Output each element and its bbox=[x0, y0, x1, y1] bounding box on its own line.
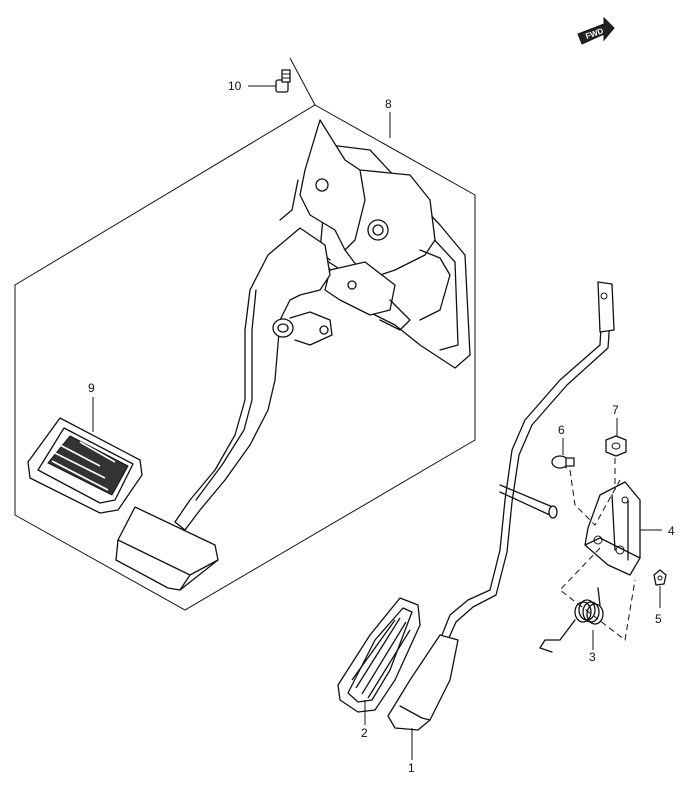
nut-icon bbox=[605, 435, 627, 457]
bolt-icon bbox=[275, 69, 291, 93]
callout-4-label: 4 bbox=[668, 524, 675, 538]
accelerator-bracket bbox=[584, 481, 641, 576]
callout-7: 7 bbox=[612, 403, 619, 436]
pivot-shaft bbox=[499, 484, 558, 519]
return-spring bbox=[539, 587, 604, 653]
fwd-arrow-icon: FWD bbox=[577, 16, 615, 45]
callout-4: 4 bbox=[640, 524, 675, 538]
callout-6-label: 6 bbox=[558, 423, 565, 437]
brake-pedal-arm bbox=[115, 227, 333, 591]
assembly-outline bbox=[14, 104, 476, 611]
callout-10-label: 10 bbox=[228, 79, 242, 93]
callout-2-label: 2 bbox=[361, 726, 368, 740]
callout-3-label: 3 bbox=[589, 650, 596, 664]
callout-9-label: 9 bbox=[88, 381, 95, 395]
brake-pad-cover bbox=[27, 417, 143, 514]
callout-3: 3 bbox=[589, 630, 596, 664]
assembly-line-right bbox=[559, 448, 636, 641]
washer-icon bbox=[653, 569, 667, 586]
callout-5-label: 5 bbox=[655, 612, 662, 626]
callout-1: 1 bbox=[408, 728, 415, 775]
clip-icon bbox=[551, 455, 575, 469]
brake-pedal-bracket bbox=[279, 119, 471, 369]
callout-9: 9 bbox=[88, 381, 95, 432]
callout-8-label: 8 bbox=[385, 97, 392, 111]
callout-10: 10 bbox=[228, 57, 316, 106]
callout-2: 2 bbox=[361, 700, 368, 740]
accelerator-pad-cover bbox=[337, 597, 421, 713]
callout-1-label: 1 bbox=[408, 761, 415, 775]
callout-6: 6 bbox=[558, 423, 565, 455]
accelerator-pedal bbox=[387, 281, 615, 731]
callout-5: 5 bbox=[655, 586, 662, 626]
callout-7-label: 7 bbox=[612, 403, 619, 417]
callout-8: 8 bbox=[385, 97, 392, 138]
